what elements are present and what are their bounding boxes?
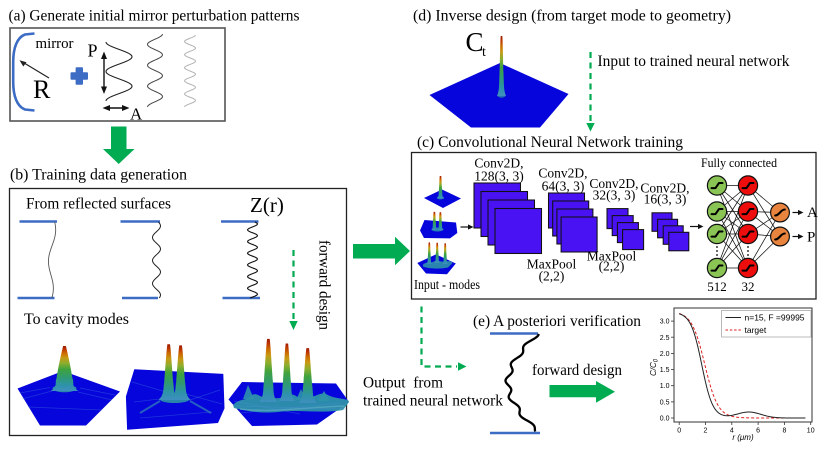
svg-text:(a) Generate initial mirror pe: (a) Generate initial mirror perturbation…: [9, 8, 300, 25]
svg-text:0: 0: [677, 428, 681, 435]
svg-text:1.5: 1.5: [660, 367, 670, 374]
svg-text:Conv2D,: Conv2D,: [640, 181, 689, 196]
svg-text:8: 8: [782, 428, 786, 435]
svg-text:Conv2D,: Conv2D,: [589, 176, 638, 191]
svg-text:10: 10: [807, 428, 815, 435]
svg-text:C/C0: C/C0: [649, 358, 660, 376]
svg-text:64(3, 3): 64(3, 3): [542, 179, 585, 194]
svg-text:From reflected surfaces: From reflected surfaces: [26, 196, 171, 213]
svg-text:R: R: [33, 75, 51, 104]
svg-text:Conv2D,: Conv2D,: [538, 166, 587, 181]
svg-text:512: 512: [707, 279, 727, 294]
svg-text:forward design: forward design: [532, 362, 622, 379]
svg-text:forward design: forward design: [316, 240, 333, 330]
svg-text:128(3, 3): 128(3, 3): [474, 169, 524, 184]
svg-text:A: A: [807, 205, 818, 221]
svg-text:Output from: Output from: [363, 375, 443, 392]
svg-text:(e) A posteriori verification: (e) A posteriori verification: [473, 313, 641, 330]
svg-text:32: 32: [742, 279, 755, 294]
svg-text:(2,2): (2,2): [599, 259, 625, 274]
svg-text:2.0: 2.0: [660, 351, 670, 358]
svg-text:P: P: [807, 230, 815, 246]
svg-text:P: P: [88, 41, 98, 61]
svg-text:t: t: [482, 45, 486, 60]
svg-text:0.0: 0.0: [660, 416, 670, 423]
svg-text:target: target: [745, 325, 767, 335]
svg-text:trained neural network: trained neural network: [363, 393, 503, 410]
svg-text:0.5: 0.5: [660, 399, 670, 406]
svg-text:To cavity modes: To cavity modes: [24, 311, 129, 328]
svg-text:Fully connected: Fully connected: [701, 155, 777, 170]
svg-text:(d) Inverse design (from targe: (d) Inverse design (from target mode to …: [413, 8, 731, 25]
svg-text:2: 2: [704, 428, 708, 435]
svg-text:Input to trained neural networ: Input to trained neural network: [598, 53, 790, 70]
svg-text:3.0: 3.0: [660, 319, 670, 326]
svg-text:2.5: 2.5: [660, 335, 670, 342]
svg-text:Conv2D,: Conv2D,: [474, 156, 523, 171]
svg-text:mirror: mirror: [36, 36, 74, 52]
svg-text:4: 4: [730, 428, 734, 435]
svg-text:n=15, F =99995: n=15, F =99995: [745, 313, 805, 323]
svg-text:C: C: [466, 27, 484, 57]
svg-text:32(3, 3): 32(3, 3): [593, 188, 636, 203]
svg-text:1.0: 1.0: [660, 383, 670, 390]
svg-text:(c) Convolutional Neural Netwo: (c) Convolutional Neural Network trainin…: [417, 134, 683, 151]
svg-text:MaxPool: MaxPool: [527, 257, 577, 272]
svg-text:(b) Training data generation: (b) Training data generation: [10, 167, 187, 184]
svg-text:6: 6: [756, 428, 760, 435]
svg-text:MaxPool: MaxPool: [587, 249, 637, 264]
svg-text:r (μm): r (μm): [732, 433, 754, 442]
svg-text:Z(r): Z(r): [250, 193, 284, 217]
svg-text:A: A: [130, 105, 143, 124]
svg-text:Input - modes: Input - modes: [414, 277, 480, 292]
svg-text:(2,2): (2,2): [539, 269, 565, 284]
svg-text:16(3, 3): 16(3, 3): [644, 192, 687, 207]
